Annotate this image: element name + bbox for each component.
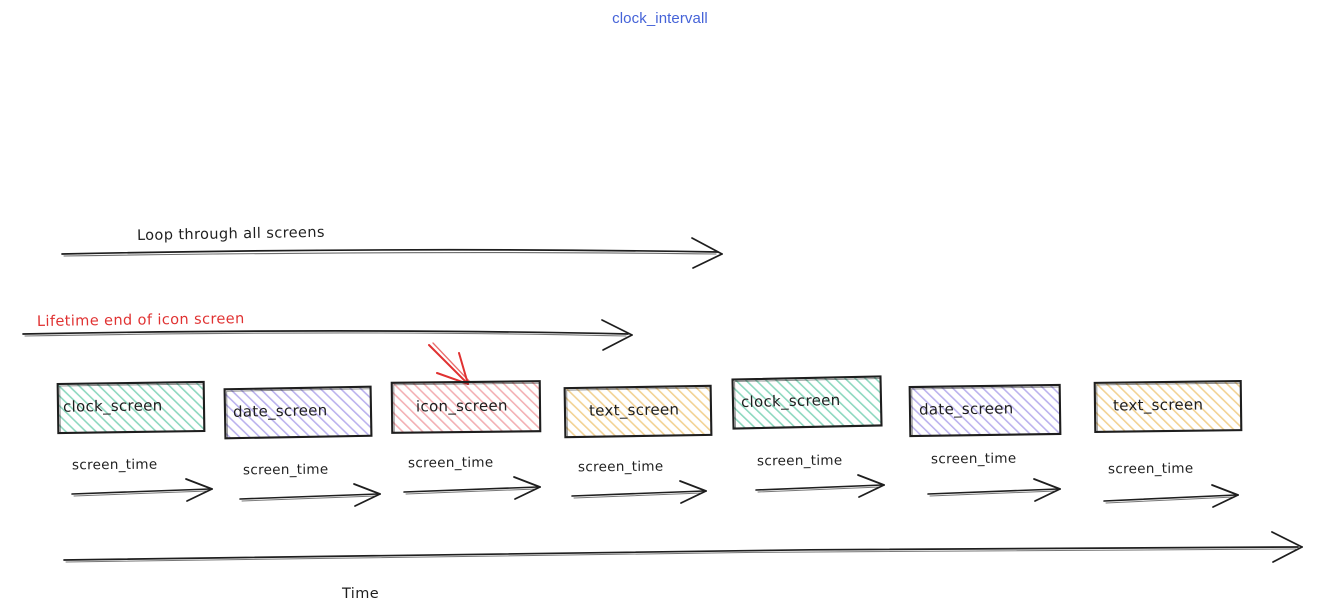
page-title: clock_intervall (612, 10, 708, 27)
screen-box-label-2: icon_screen (415, 396, 508, 416)
screen-time-label-1: screen_time (242, 461, 329, 479)
screen-box-label-3: text_screen (588, 400, 680, 420)
lifetime-arrow-label: Lifetime end of icon screen (36, 311, 245, 330)
loop-arrow-label: Loop through all screens (136, 224, 325, 244)
screen-time-arrows (71, 474, 1239, 508)
screen-box-label-6: text_screen (1112, 395, 1204, 415)
screen-box-label-5: date_screen (918, 399, 1014, 419)
screen-boxes (56, 375, 1243, 440)
screen-time-label-4: screen_time (756, 452, 843, 470)
red-pointer-arrow (428, 342, 471, 385)
time-axis-arrow (63, 531, 1303, 563)
screen-box-label-1: date_screen (232, 401, 328, 421)
screen-box-label-4: clock_screen (740, 390, 841, 412)
screen-time-label-6: screen_time (1107, 460, 1194, 478)
loop-through-all-screens-arrow (61, 237, 723, 269)
screen-time-label-2: screen_time (407, 454, 494, 472)
screen-time-label-5: screen_time (930, 450, 1017, 468)
screen-box-label-0: clock_screen (62, 396, 163, 416)
screen-time-label-3: screen_time (577, 458, 664, 476)
lifetime-end-of-icon-screen-arrow (22, 319, 633, 351)
screen-time-label-0: screen_time (71, 456, 158, 474)
time-axis-label: Time (342, 586, 380, 602)
